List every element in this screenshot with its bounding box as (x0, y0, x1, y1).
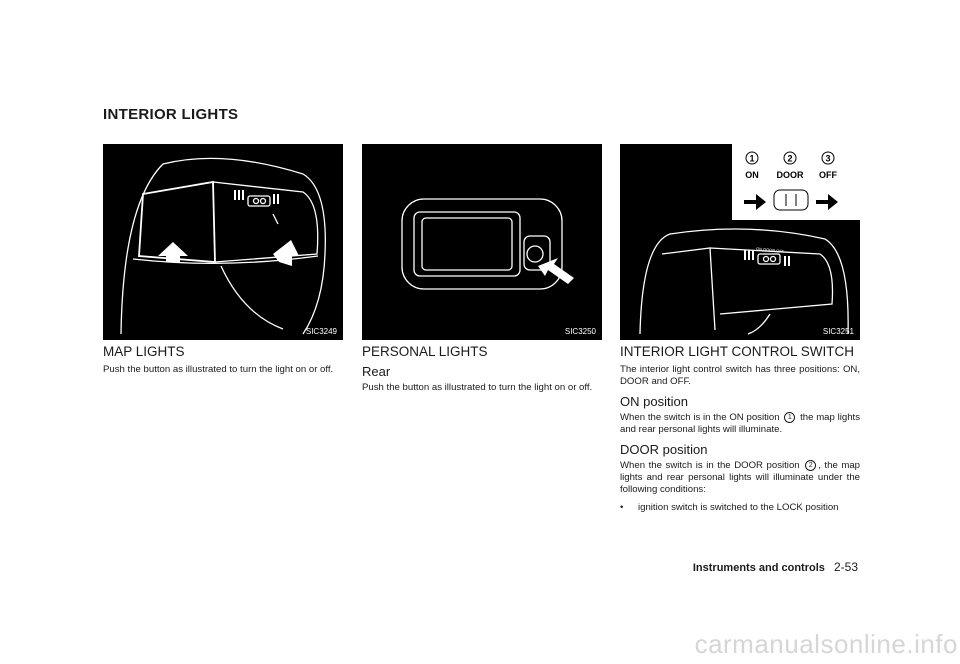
on-position-text: When the switch is in the ON position 1 … (620, 412, 860, 436)
on-position-text-before: When the switch is in the ON position (620, 412, 780, 423)
figure-code: SIC3250 (564, 327, 596, 336)
map-lights-text: Push the button as illustrated to turn t… (103, 364, 334, 375)
map-lights-section: MAP LIGHTS Push the button as illustrate… (103, 344, 343, 382)
control-switch-drawing: ON DOOR OFF 1 2 3 ON DOOR OFF (639, 144, 860, 335)
on-position-subheading: ON position (620, 394, 688, 409)
control-switch-heading: INTERIOR LIGHT CONTROL SWITCH (620, 344, 855, 359)
control-switch-section: INTERIOR LIGHT CONTROL SWITCH The interi… (620, 344, 860, 514)
condition-text: ignition switch is switched to the LOCK … (638, 502, 839, 513)
door-position-text-before: When the switch is in the DOOR position (620, 460, 800, 471)
page-footer: Instruments and controls 2-53 (693, 560, 858, 574)
position-marker-2: 2 (805, 460, 817, 471)
control-switch-illustration: ON DOOR OFF 1 2 3 ON DOOR OFF SIC3251 (620, 144, 860, 340)
inset-number-2: 2 (787, 154, 792, 164)
watermark: carmanualsonline.info (694, 629, 958, 659)
door-position-text: When the switch is in the DOOR position … (620, 460, 860, 496)
inset-label-door: DOOR (777, 170, 805, 180)
inset-number-3: 3 (825, 154, 830, 164)
bullet-marker: • (620, 502, 624, 513)
map-lights-drawing (120, 157, 326, 335)
personal-lights-text: Push the button as illustrated to turn t… (362, 382, 593, 393)
section-title: INTERIOR LIGHTS (103, 106, 239, 123)
personal-lights-section: PERSONAL LIGHTS Rear Push the button as … (362, 344, 602, 400)
door-position-subheading: DOOR position (620, 442, 708, 457)
inset-label-on: ON (745, 170, 759, 180)
personal-lights-illustration: SIC3250 (362, 144, 602, 340)
condition-list-item: • ignition switch is switched to the LOC… (620, 502, 860, 514)
personal-lights-subheading: Rear (362, 364, 391, 379)
figure-code: SIC3249 (305, 327, 337, 336)
inset-label-off: OFF (819, 170, 837, 180)
switch-position-text: ON DOOR OFF (756, 246, 785, 254)
personal-lights-heading: PERSONAL LIGHTS (362, 344, 488, 359)
position-marker-1: 1 (784, 412, 796, 423)
map-lights-heading: MAP LIGHTS (103, 344, 185, 359)
figure-code: SIC3251 (822, 327, 854, 336)
control-switch-intro: The interior light control switch has th… (620, 364, 860, 387)
on-position-text-after: the map lights and rear personal lights … (620, 412, 861, 435)
page-number: 2-53 (833, 560, 858, 574)
door-position-text-after: , the map lights and rear personal light… (620, 460, 861, 495)
personal-lights-drawing (401, 198, 574, 290)
map-lights-illustration: SIC3249 (103, 144, 343, 340)
inset-number-1: 1 (749, 154, 754, 164)
footer-section-name: Instruments and controls (692, 562, 825, 574)
